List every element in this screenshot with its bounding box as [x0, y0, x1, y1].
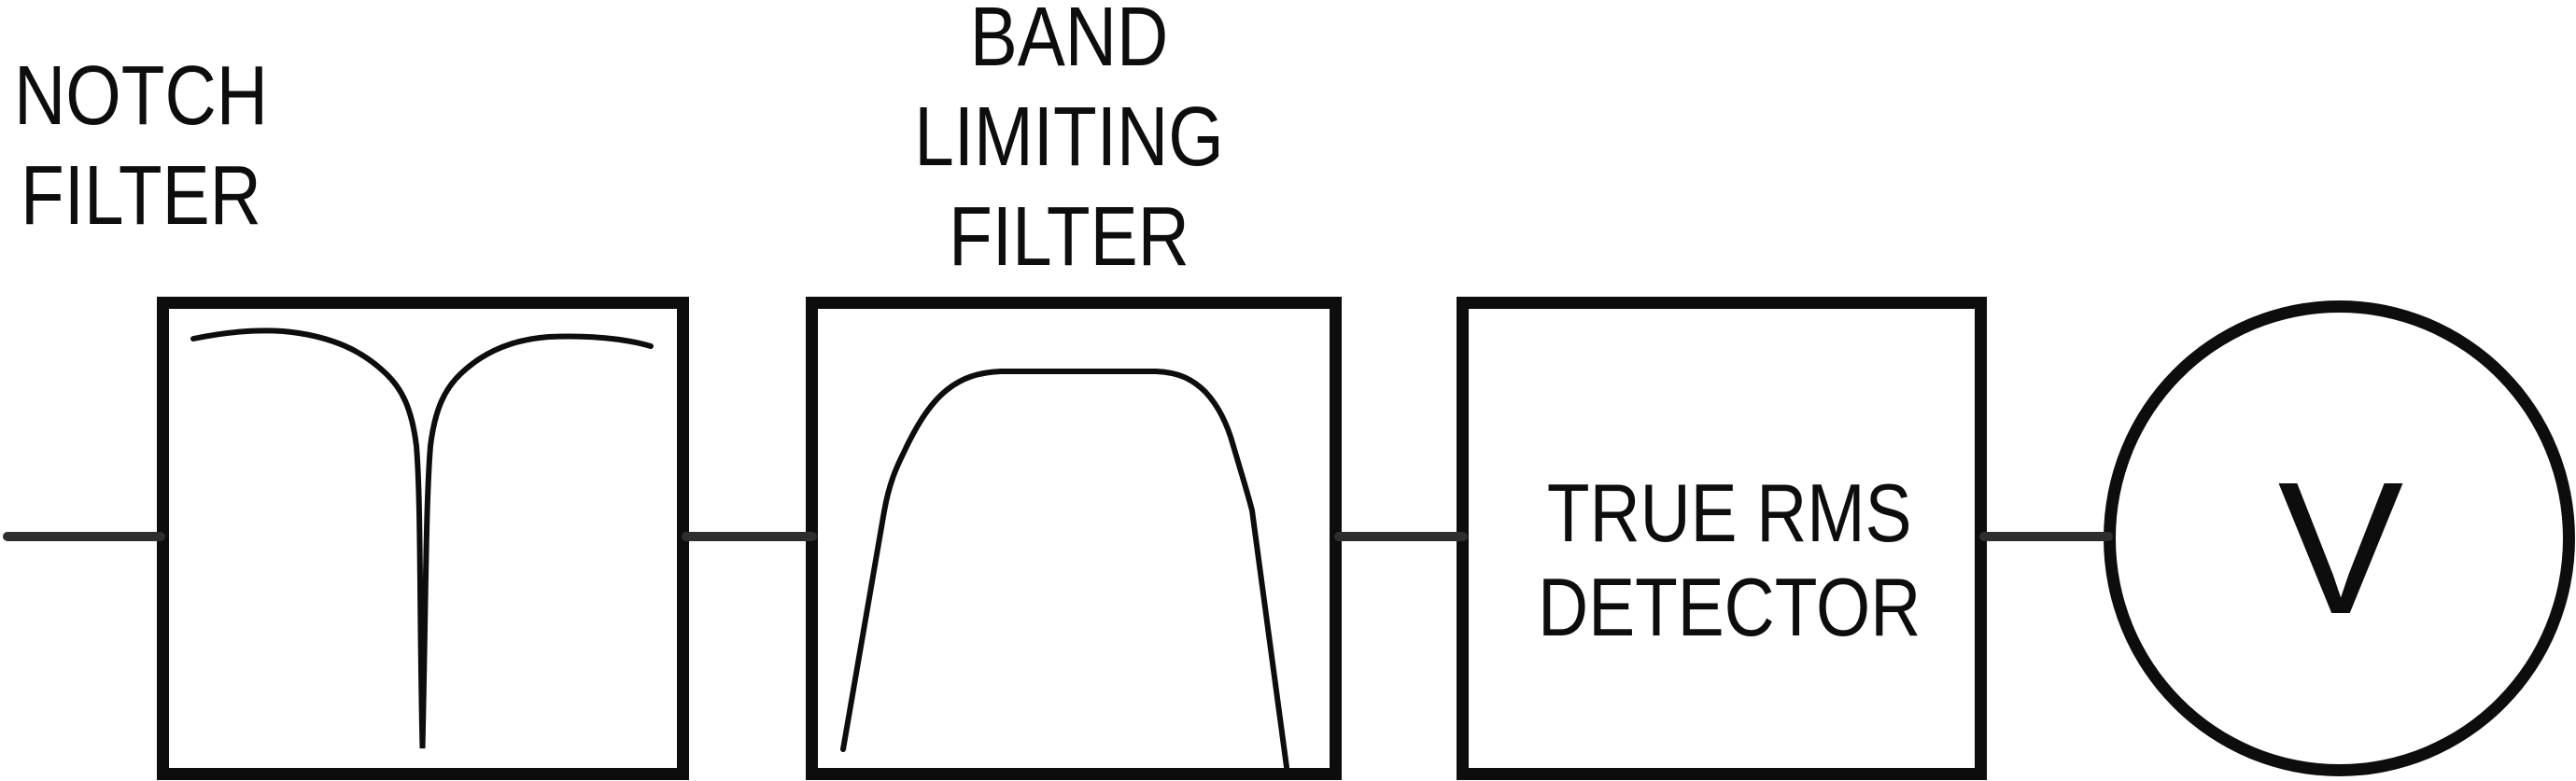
true-rms-detector-block — [1457, 297, 1987, 780]
band-limiting-filter-label-line1: BAND — [969, 0, 1169, 84]
true-rms-detector-label-line2: DETECTOR — [1537, 561, 1921, 653]
bandpass-response-curve — [840, 369, 1289, 770]
true-rms-detector-label-line1: TRUE RMS — [1546, 467, 1912, 559]
notch-filter-label-line1: NOTCH — [14, 49, 268, 143]
band-limiting-filter-label-line3: FILTER — [949, 190, 1189, 284]
notch-filter-label: NOTCH FILTER — [0, 47, 421, 246]
notch-response-curve — [190, 328, 654, 749]
notch-filter-label-line2: FILTER — [21, 149, 261, 243]
band-limiting-filter-label-line2: LIMITING — [914, 91, 1224, 184]
voltmeter-label: V — [2277, 442, 2404, 653]
true-rms-detector-label: TRUE RMS DETECTOR — [1449, 466, 2009, 654]
band-limiting-filter-label: BAND LIMITING FILTER — [789, 0, 1349, 287]
